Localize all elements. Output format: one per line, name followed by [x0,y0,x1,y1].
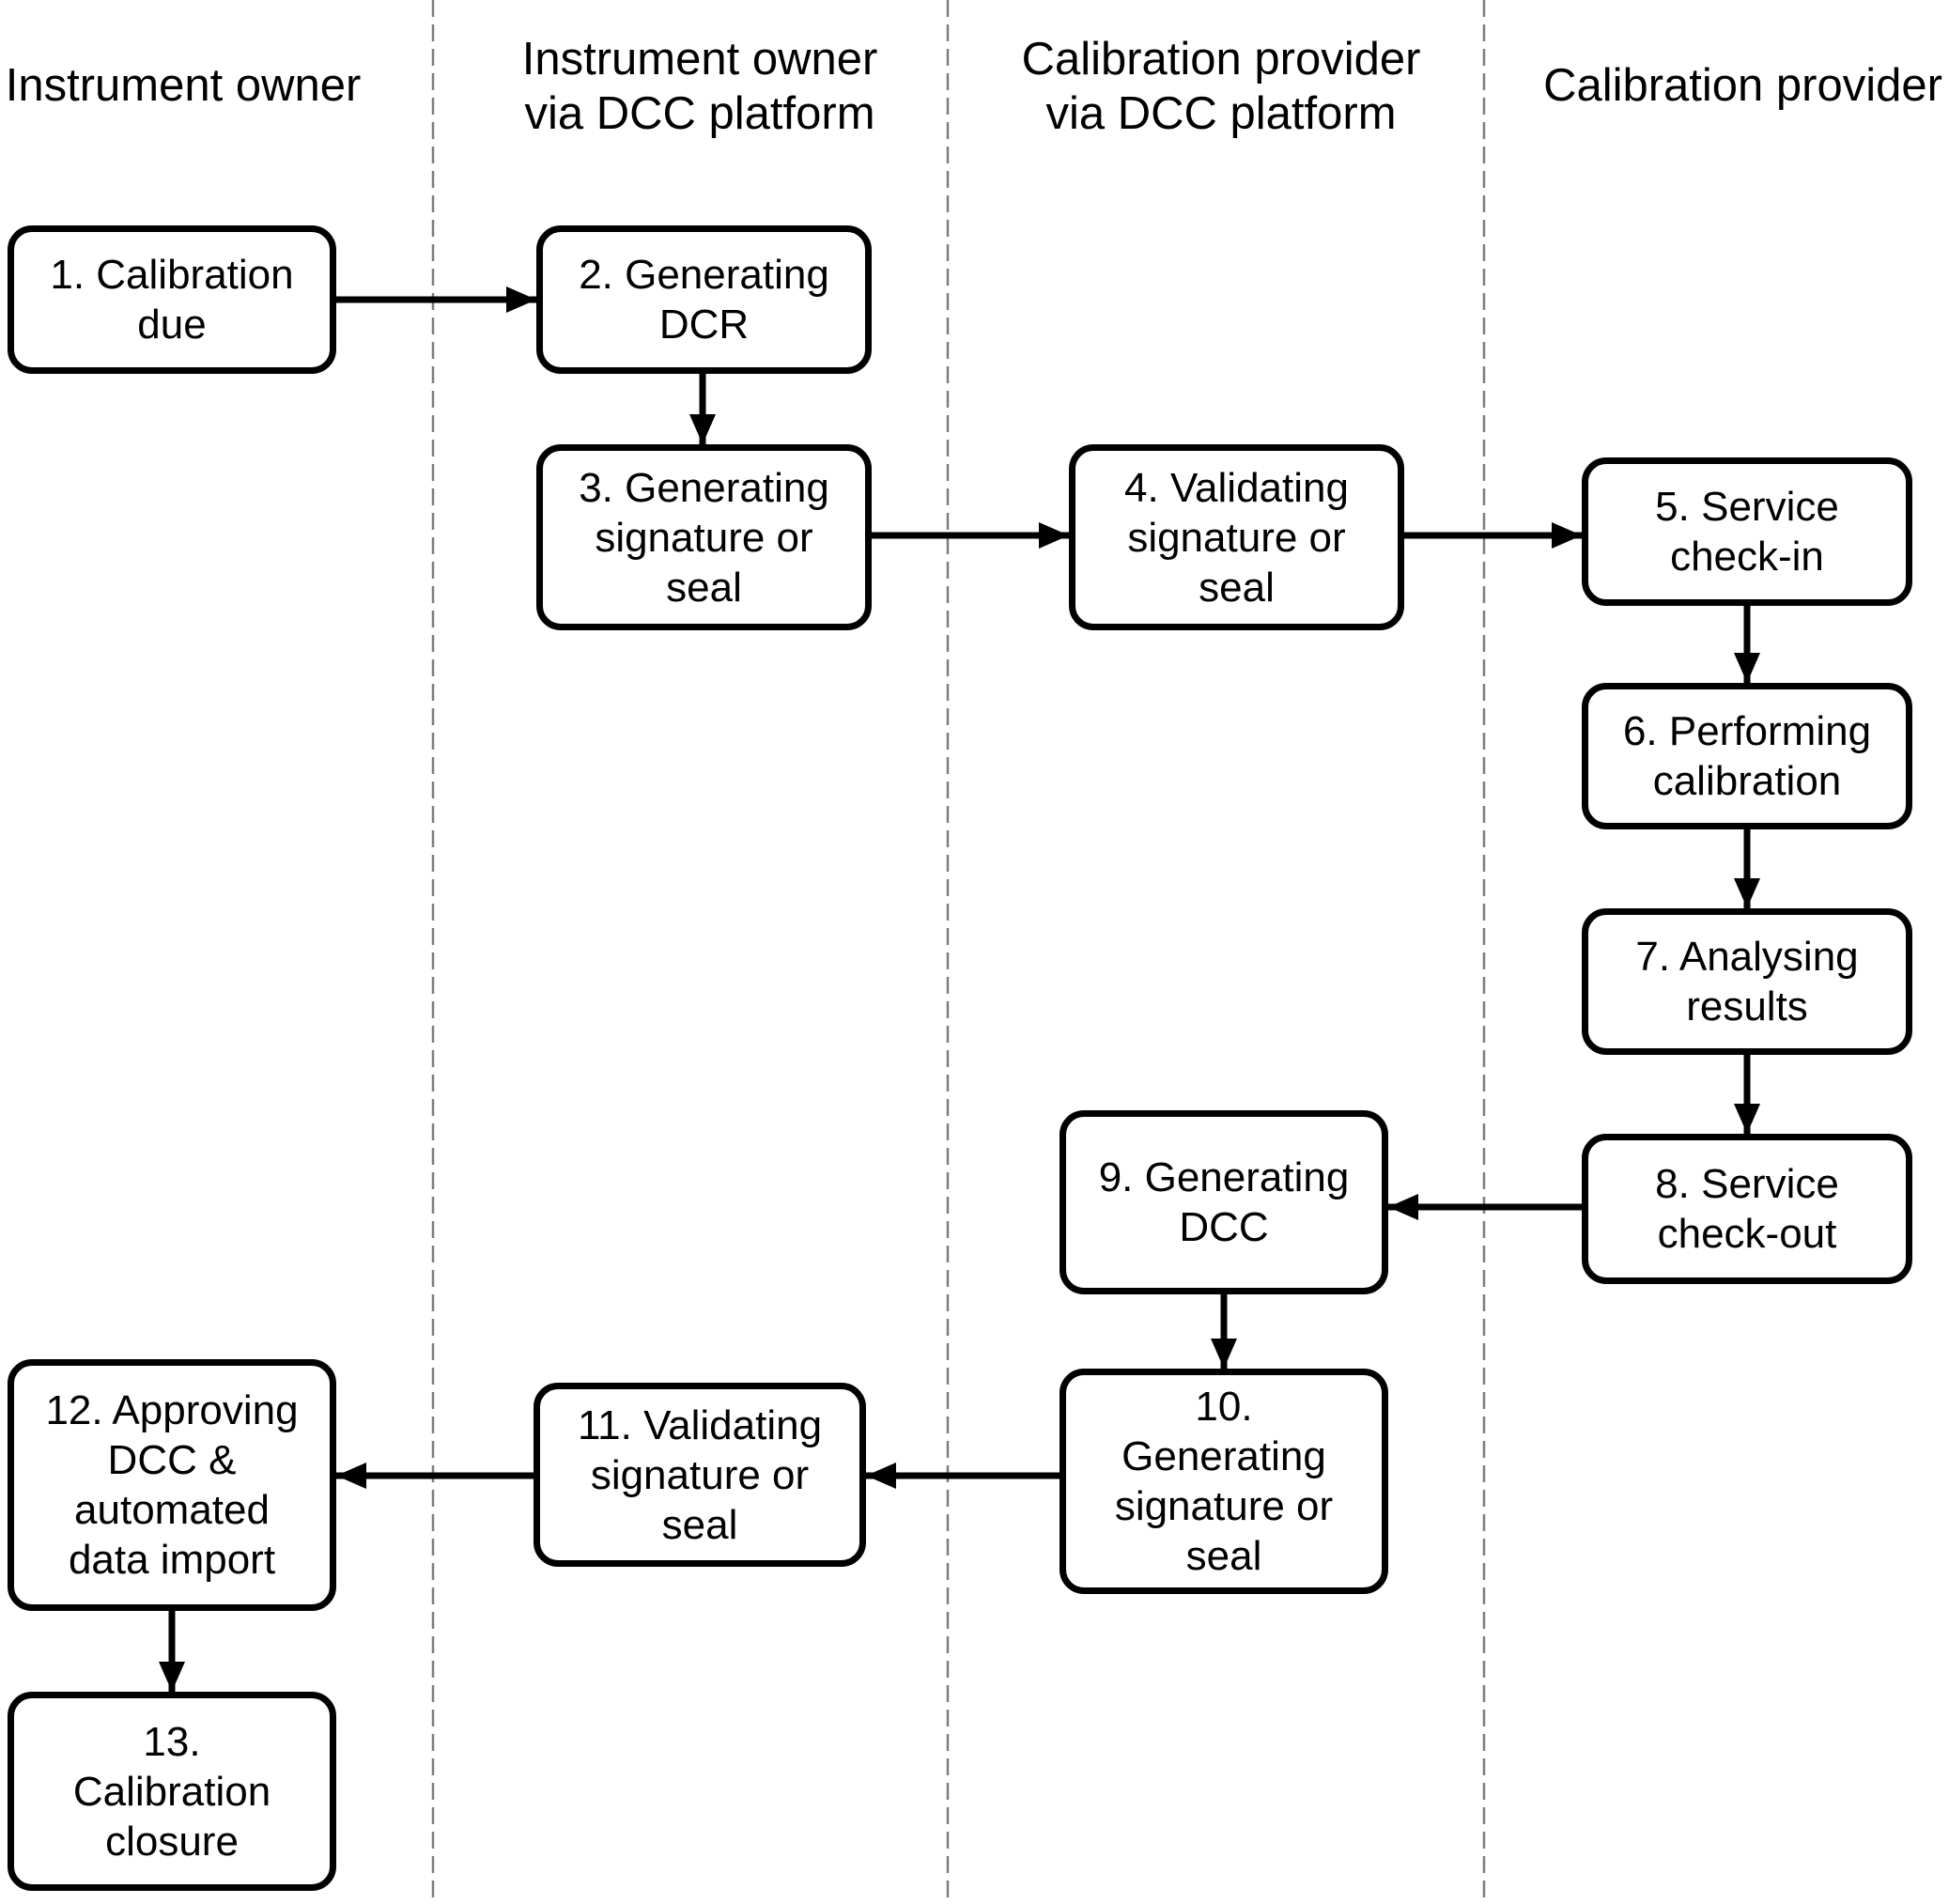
node-1-calibration-due: 1. Calibration due [8,225,336,374]
lane-header-instrument-owner: Instrument owner [5,60,362,111]
node-11-validating-signature-seal: 11. Validating signature or seal [534,1383,866,1567]
node-13-calibration-closure: 13. Calibration closure [8,1692,336,1891]
node-2-generating-dcr: 2. Generating DCR [536,225,872,374]
node-8-service-check-out: 8. Service check-out [1582,1134,1912,1284]
node-7-analysing-results: 7. Analysing results [1582,908,1912,1055]
edge-arrow-group [159,286,1760,1692]
node-6-performing-calibration: 6. Performing calibration [1582,683,1912,829]
node-10-generating-signature-seal: 10. Generating signature or seal [1060,1369,1388,1594]
lane-header-instrument-owner-via-dcc-platform: Instrument owner via DCC platform [521,34,878,139]
node-3-generating-signature-seal: 3. Generating signature or seal [536,444,872,630]
node-5-service-check-in: 5. Service check-in [1582,457,1912,606]
node-4-validating-signature-seal: 4. Validating signature or seal [1069,444,1404,630]
node-12-approving-dcc-data-import: 12. Approving DCC & automated data impor… [8,1359,336,1611]
lane-header-calibration-provider-via-dcc-platform: Calibration provider via DCC platform [1021,34,1421,139]
lane-header-calibration-provider: Calibration provider [1543,60,1942,111]
node-9-generating-dcc: 9. Generating DCC [1060,1110,1388,1294]
